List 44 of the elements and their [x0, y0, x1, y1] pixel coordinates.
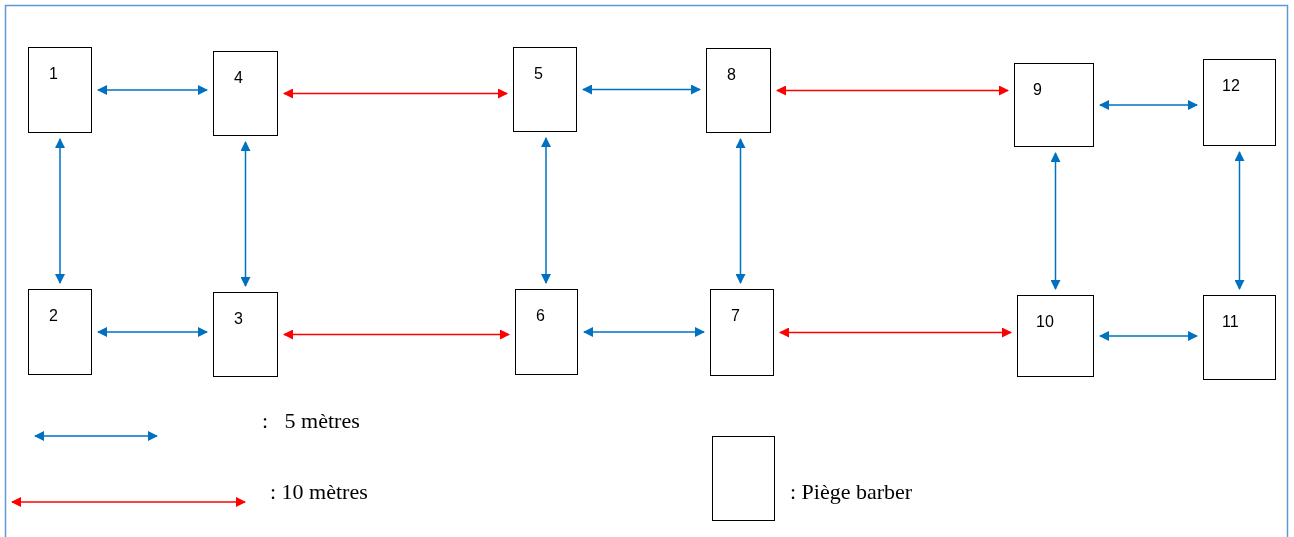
double-arrow [240, 141, 251, 287]
trap-box [513, 47, 577, 132]
double-arrow [1234, 151, 1245, 290]
double-arrow [583, 327, 705, 337]
box-number: 2 [49, 307, 58, 325]
box-number: 4 [234, 69, 243, 87]
box-number: 5 [534, 65, 543, 83]
double-arrow [735, 138, 746, 284]
trap-box [706, 48, 771, 133]
double-arrow [283, 88, 508, 99]
trap-box [1014, 63, 1094, 147]
legend-text: : Piège barber [790, 479, 913, 505]
box-number: 11 [1222, 313, 1239, 331]
box-number: 12 [1222, 77, 1240, 95]
box-number: 6 [536, 307, 545, 325]
double-arrow [97, 85, 208, 95]
legend-text: : 5 mètres [262, 408, 360, 434]
trap-box [1203, 295, 1276, 380]
box-number: 3 [234, 310, 243, 328]
double-arrow [776, 85, 1009, 96]
trap-box [28, 289, 92, 375]
double-arrow [1099, 100, 1198, 110]
trap-box [1017, 295, 1094, 377]
trap-box [28, 47, 92, 133]
legend-box-sample [712, 436, 775, 521]
double-arrow [541, 137, 551, 284]
trap-box [213, 51, 278, 136]
box-number: 9 [1033, 81, 1042, 99]
double-arrow [1050, 152, 1061, 290]
double-arrow [1099, 331, 1198, 341]
trap-box [515, 289, 578, 375]
double-arrow [283, 329, 510, 340]
trap-box [710, 289, 774, 376]
box-number: 1 [49, 65, 58, 83]
box-number: 10 [1036, 313, 1054, 331]
double-arrow [55, 138, 65, 284]
legend-text: : 10 mètres [270, 479, 368, 505]
trap-box [213, 292, 278, 377]
double-arrow [779, 327, 1012, 338]
trap-box [1203, 59, 1276, 146]
box-number: 8 [727, 66, 736, 84]
box-number: 7 [731, 307, 740, 325]
double-arrow [97, 327, 208, 337]
double-arrow [582, 84, 701, 95]
